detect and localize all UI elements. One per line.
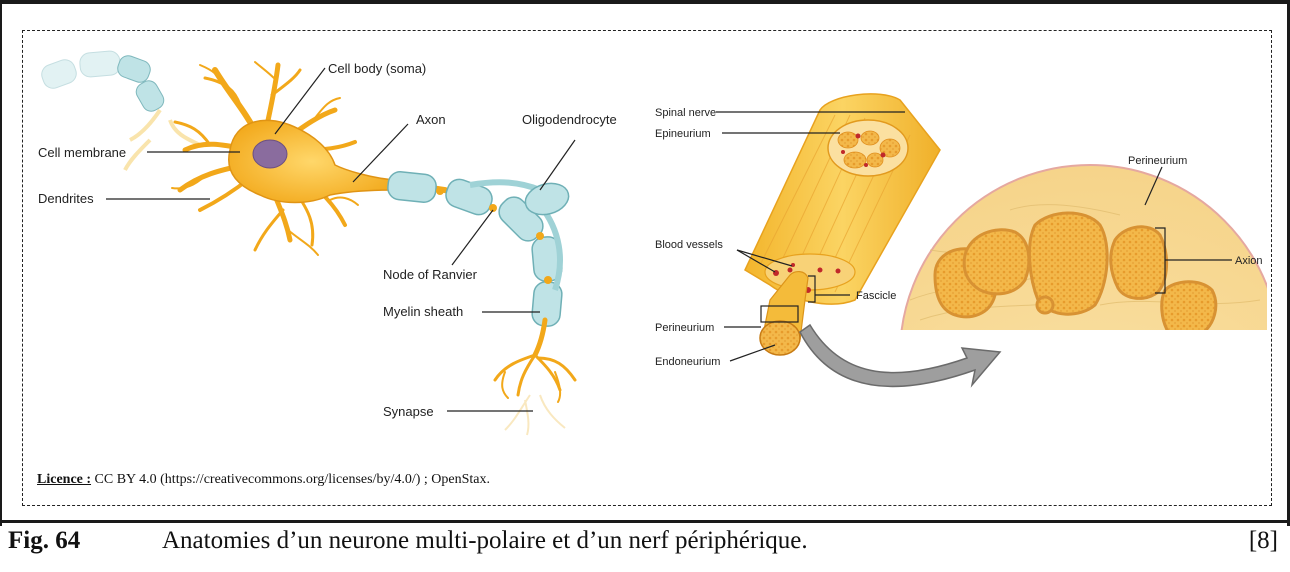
label-fascicle: Fascicle [856,290,896,302]
figure-reference: [8] [1249,527,1278,555]
myelin-segment [133,78,167,115]
nucleus [253,140,287,168]
label-cell-membrane: Cell membrane [38,145,126,160]
licence-note: Licence : CC BY 4.0 (https://creativecom… [37,472,490,488]
label-axon-detail: Axion [1235,255,1263,267]
label-epineurium: Epineurium [655,128,711,140]
upstream-myelin [39,50,121,91]
label-perineurium-detail: Perineurium [1128,155,1187,167]
axon-terminal [495,320,575,402]
label-endoneurium: Endoneurium [655,356,720,368]
label-axon: Axon [416,112,446,127]
frame-bottom-border [0,520,1290,523]
cell-body [229,120,395,202]
licence-text: CC BY 4.0 (https://creativecommons.org/l… [91,472,490,487]
faded-dendrites [125,110,200,170]
label-node-of-ranvier: Node of Ranvier [383,267,478,282]
label-synapse: Synapse [383,404,434,419]
figure-number: Fig. 64 [8,527,80,555]
label-blood-vessels: Blood vessels [655,239,723,251]
neuron-leader-lines [106,68,575,411]
label-oligodendrocyte: Oligodendrocyte [522,112,617,127]
nerve-cross-section [900,165,1280,520]
zoom-arrow [800,325,1000,386]
label-myelin-sheath: Myelin sheath [383,304,463,319]
label-perineurium: Perineurium [655,322,714,334]
anatomy-illustration: Cell body (soma) Cell membrane Dendrites… [0,0,1290,520]
faded-terminal [505,395,565,435]
label-dendrites: Dendrites [38,191,94,206]
neuron-illustration [39,50,575,435]
licence-label: Licence : [37,472,91,487]
label-cell-body: Cell body (soma) [328,61,426,76]
figure-caption: Anatomies d’un neurone multi-polaire et … [162,527,808,555]
label-spinal-nerve: Spinal nerve [655,107,716,119]
myelin-segment [115,53,153,85]
